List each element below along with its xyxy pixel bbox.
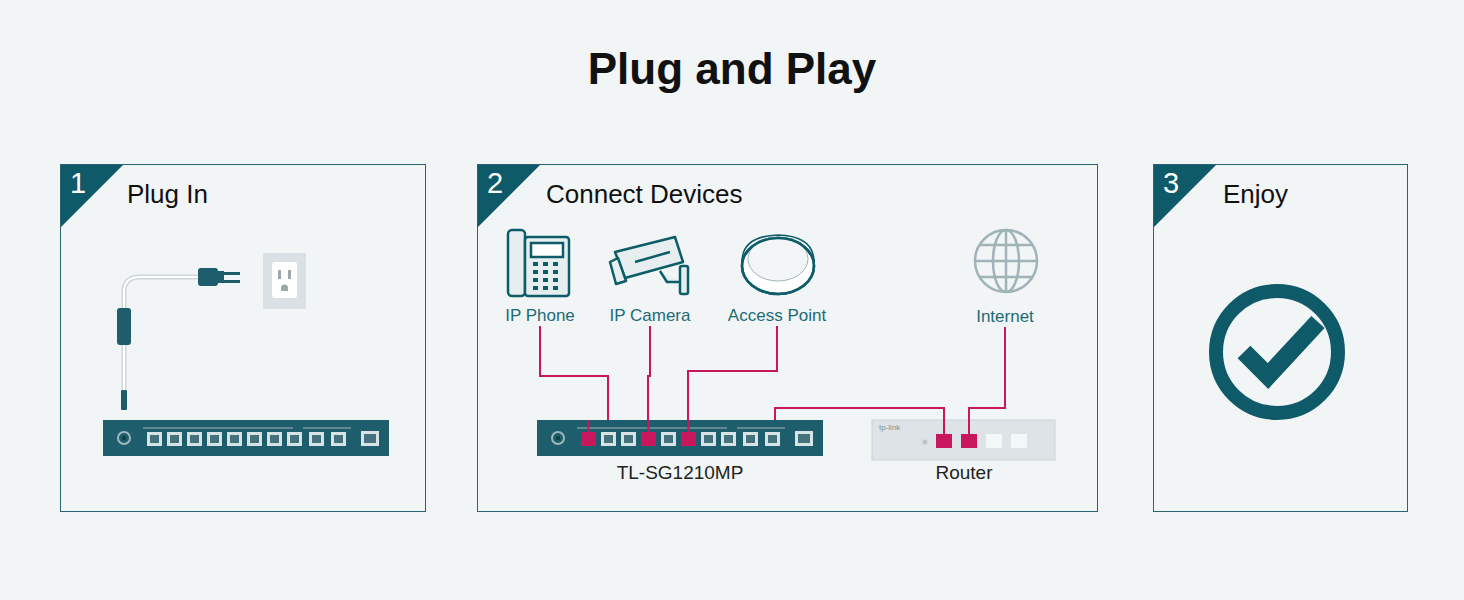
step-panel: 3 Enjoy: [1153, 164, 1408, 512]
brand-logo: tp-link: [879, 423, 900, 432]
switch-device: [103, 420, 389, 456]
device-label: Router: [872, 420, 1056, 484]
step-panel: 2 Connect Devices IP PhoneIP CameraAccess …: [477, 164, 1098, 512]
step-number: 2: [487, 167, 503, 200]
globe-icon: [975, 230, 1037, 292]
check-icon: [1216, 291, 1338, 413]
camera-icon: [610, 237, 688, 294]
router-node: tp-linkRouter: [872, 420, 1056, 484]
device-label: IP Camera: [590, 222, 710, 326]
device-label: Internet: [950, 222, 1060, 327]
step-heading: Connect Devices: [546, 179, 743, 210]
device-label: TL-SG1210MP: [537, 420, 823, 484]
power-cable: [117, 268, 240, 410]
switch-device: [537, 420, 823, 456]
device-node: Internet: [950, 222, 1060, 327]
device-node: Access Point: [715, 222, 839, 326]
phone-keypad: [533, 262, 558, 290]
step-number: 3: [1163, 167, 1179, 200]
device-label: Access Point: [715, 222, 839, 326]
network-cable: [775, 408, 944, 420]
page-title: Plug and Play: [0, 44, 1464, 94]
network-cable: [969, 327, 1005, 420]
access-point-icon: [742, 235, 814, 294]
device-label: IP Phone: [480, 222, 600, 326]
power-outlet: [263, 253, 306, 309]
step-panel: 1 Plug In: [60, 164, 426, 512]
network-cable: [688, 326, 777, 420]
step-number: 1: [70, 167, 86, 200]
switch-node: TL-SG1210MP: [537, 420, 823, 484]
device-node: IP Camera: [590, 222, 710, 326]
network-cable: [540, 326, 608, 420]
device-node: IP Phone: [480, 222, 600, 326]
network-cable: [648, 326, 650, 420]
step-heading: Enjoy: [1223, 179, 1288, 210]
phone-icon: [508, 230, 569, 296]
number-badge: [61, 165, 1216, 227]
router-device: [872, 420, 1055, 460]
step-heading: Plug In: [127, 179, 208, 210]
